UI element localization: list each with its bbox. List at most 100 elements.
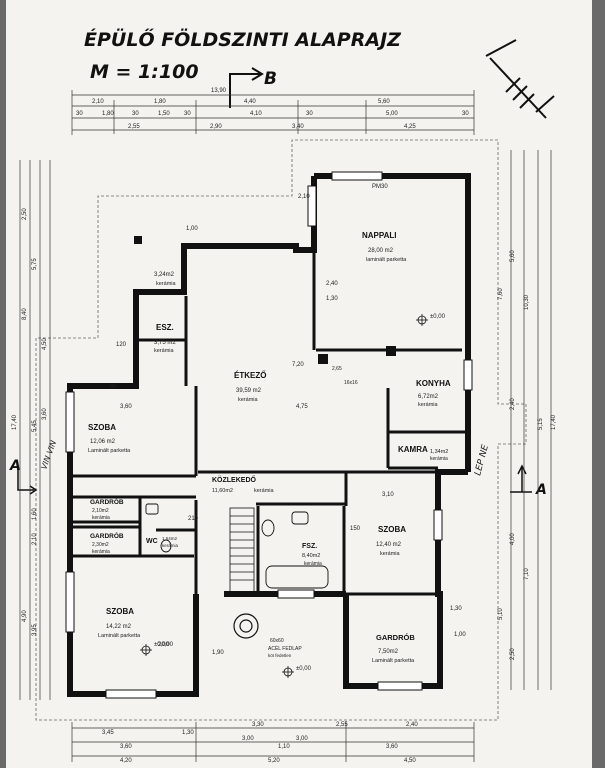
room-name-kamra: KAMRA <box>398 445 428 454</box>
dim-inner: 2,10 <box>298 194 310 200</box>
room-name-szoba: SZOBA <box>378 525 406 534</box>
dim-left: 3,60 <box>42 408 48 420</box>
dim-bottom: 1,30 <box>182 730 194 736</box>
dim-left: 2,10 <box>32 533 38 545</box>
staircase <box>229 507 255 593</box>
dim-top: 30 <box>76 111 83 117</box>
dim-bottom: 5,20 <box>268 758 280 764</box>
dim-top: 30 <box>184 111 191 117</box>
akna-size: 60x60 <box>270 638 284 644</box>
room-name-gardrob: GARDRÓB <box>90 531 124 540</box>
dim-top: 4,25 <box>404 124 416 130</box>
dim-bottom: 3,30 <box>252 722 264 728</box>
room-name-wc: WC <box>146 538 158 545</box>
dim-right: 10,30 <box>524 294 530 310</box>
handwritten-note-right: LEP NE <box>473 444 491 477</box>
stair-rise: 2,65 <box>332 366 342 372</box>
stair-size: 16x16 <box>344 380 358 386</box>
dim-top: 1,80 <box>154 99 166 105</box>
dim-left: 3,95 <box>32 624 38 636</box>
room-floor-nappali: laminált parketta <box>366 257 407 263</box>
room-name-etkezo: ÉTKEZŐ <box>234 371 266 380</box>
dim-inner: 2,40 <box>326 281 338 287</box>
room-name-fsz: FSZ. <box>302 543 317 550</box>
akna-note: köt fedetlen <box>268 653 292 658</box>
dim-inner: 3,60 <box>120 404 132 410</box>
room-area-nappali: 28,00 m2 <box>368 248 394 254</box>
section-marker-b: B <box>229 67 277 108</box>
room-floor-szoba: Laminált parketta <box>98 633 141 639</box>
dim-right: 5,15 <box>538 418 544 430</box>
dim-inner: 120 <box>116 342 127 348</box>
window-marks <box>65 171 473 699</box>
dim-top: 5,60 <box>378 99 390 105</box>
dim-top: 1,50 <box>158 111 170 117</box>
exterior-walls <box>67 173 471 697</box>
dim-top: 4,10 <box>250 111 262 117</box>
dim-left: 17,40 <box>12 414 18 430</box>
section-b-label: B <box>264 69 277 89</box>
room-floor-esz: kerámia <box>154 348 175 354</box>
section-a-left-label: A <box>9 458 21 474</box>
dim-inner: 90 <box>110 384 117 390</box>
dim-bottom: 1,10 <box>278 744 290 750</box>
dim-bottom: 2,55 <box>336 722 348 728</box>
room-area-esz: 3,75 m2 <box>154 340 176 346</box>
dim-inner: 1,00 <box>454 632 466 638</box>
dim-top: 30 <box>306 111 313 117</box>
dim-left: 8,40 <box>22 308 28 320</box>
room-floor-etkezo: kerámia <box>238 397 259 403</box>
dimension-lines-left <box>19 160 51 700</box>
dim-inner: 150 <box>350 526 361 532</box>
dim-bottom: 2,40 <box>406 722 418 728</box>
dim-inner: 3,10 <box>382 492 394 498</box>
dim-total-top: 13,90 <box>211 88 227 94</box>
north-arrow-icon <box>485 39 555 119</box>
room-area-szoba: 14,22 m2 <box>106 624 132 630</box>
dim-left: 5,75 <box>32 258 38 270</box>
dim-top: 1,80 <box>102 111 114 117</box>
dim-inner: 20,00 <box>158 642 174 648</box>
dim-bottom: 4,50 <box>404 758 416 764</box>
room-area-gardrob: 7,50m2 <box>378 649 399 655</box>
floor-plan: ÉPÜLŐ FÖLDSZINTI ALAPRAJZ M = 1:100 B 13… <box>9 27 557 764</box>
room-name-nappali: NAPPALI <box>362 231 397 240</box>
dim-bottom: 3,60 <box>120 744 132 750</box>
dim-top: 5,00 <box>386 111 398 117</box>
dimension-lines-bottom <box>71 722 475 762</box>
room-floor-gardrob: kerámia <box>92 549 110 555</box>
bathroom-fixtures <box>145 503 329 589</box>
structural-columns <box>134 236 396 364</box>
dim-left: 5,45 <box>32 420 38 432</box>
section-a-right-label: A <box>535 482 547 498</box>
dim-inner: 4,75 <box>296 404 308 410</box>
dim-left: 1,60 <box>32 508 38 520</box>
room-name-gardrob: GARDRÓB <box>376 633 415 642</box>
room-name-szoba: SZOBA <box>88 423 116 432</box>
level-szoba: ±0,00 <box>154 642 170 648</box>
dim-right: 17,40 <box>551 414 557 430</box>
dim-top: 4,40 <box>244 99 256 105</box>
room-area-kozlekedo: 11,60m2 <box>212 488 233 494</box>
dim-top: 2,10 <box>92 99 104 105</box>
dim-left: 2,50 <box>22 208 28 220</box>
dimension-lines-top <box>71 90 475 135</box>
dim-right: 7,10 <box>524 568 530 580</box>
room-name-gardrob: GARDRÓB <box>90 497 124 506</box>
room-floor-szoba: Laminált parketta <box>88 448 131 454</box>
room-area-fsz: 8,40m2 <box>302 553 320 559</box>
dim-inner: 1,30 <box>450 606 462 612</box>
room-floor-gardrob: Laminált parketta <box>372 658 415 664</box>
dim-inner: PM30 <box>372 184 388 190</box>
dim-bottom: 3,00 <box>242 736 254 742</box>
room-area-kamra: 1,34m2 <box>430 449 448 455</box>
section-line-a <box>17 464 532 495</box>
room-floor-konyha: kerámia <box>418 402 439 408</box>
room-name-szoba: SZOBA <box>106 607 134 616</box>
room-floor-kamra: kerámia <box>430 456 448 462</box>
dim-inner: 1,90 <box>212 650 224 656</box>
room-floor-akna: kerámia <box>156 281 177 287</box>
room-area-gardrob: 2,30m2 <box>92 542 109 548</box>
plan-title: ÉPÜLŐ FÖLDSZINTI ALAPRAJZ <box>84 27 402 51</box>
room-name-esz: ESZ. <box>156 323 174 332</box>
